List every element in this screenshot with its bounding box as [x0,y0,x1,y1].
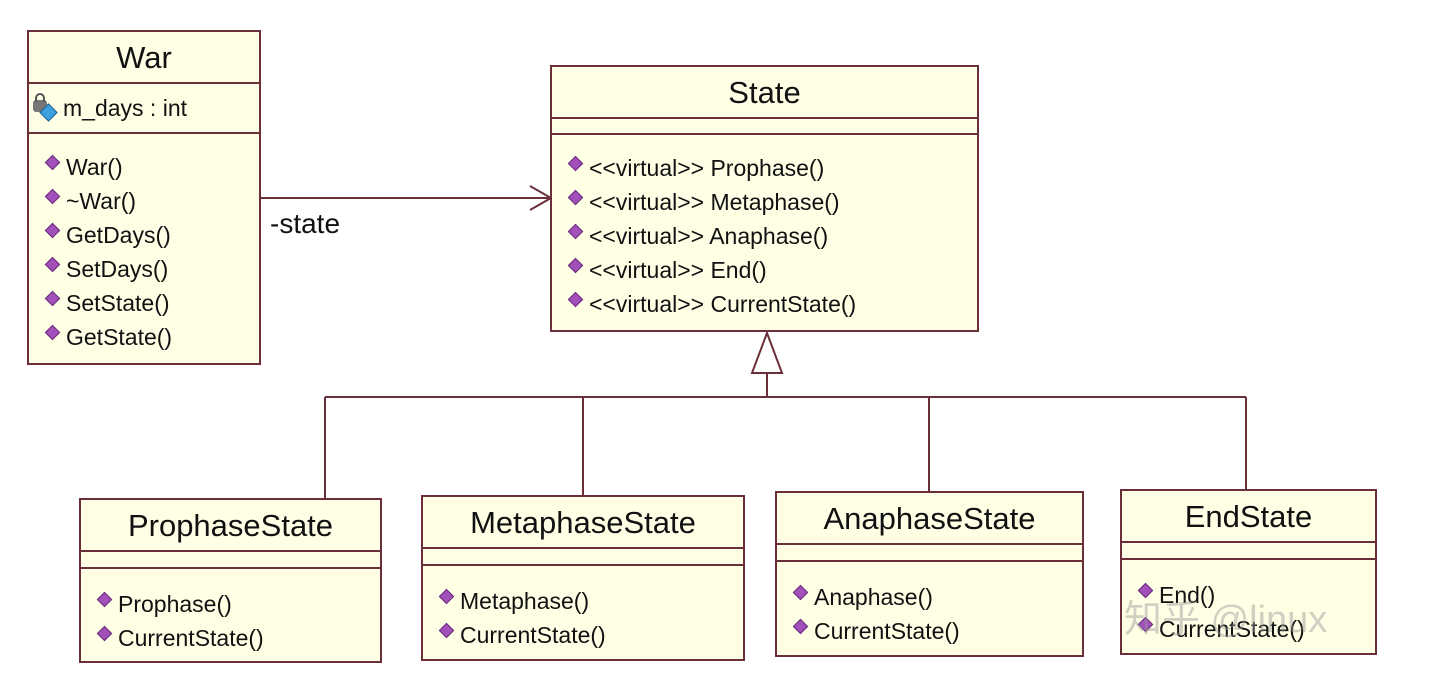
operation-row: <<virtual>> Prophase() [552,151,977,185]
diamond-icon [44,290,61,306]
operation-row: Prophase() [81,587,380,621]
operation-row: CurrentState() [1122,612,1375,646]
operation-row: GetState() [29,320,259,354]
operation-row: GetDays() [29,218,259,252]
class-end-state-attributes [1122,543,1375,560]
diamond-icon [44,188,61,204]
diamond-icon [44,324,61,340]
operation-label: <<virtual>> End() [589,257,767,283]
attribute-label: m_days : int [63,95,187,121]
class-war[interactable]: War m_days : int War() ~War() GetDays() … [27,30,261,365]
class-end-state-title: EndState [1122,491,1375,543]
operation-row: <<virtual>> CurrentState() [552,287,977,321]
diamond-icon [567,223,584,239]
operation-label: <<virtual>> Anaphase() [589,223,829,249]
class-state-operations: <<virtual>> Prophase() <<virtual>> Metap… [552,135,977,321]
class-metaphase-state-attributes [423,549,743,566]
class-war-title: War [29,32,259,84]
operation-row: Anaphase() [777,580,1082,614]
class-metaphase-state[interactable]: MetaphaseState Metaphase() CurrentState(… [421,495,745,661]
operation-label: Metaphase() [460,588,590,614]
class-prophase-state-title: ProphaseState [81,500,380,552]
diamond-icon [44,222,61,238]
operation-label: CurrentState() [118,625,264,651]
class-state-attributes [552,119,977,135]
operation-label: War() [66,154,123,180]
diamond-icon [438,588,455,604]
diamond-icon [792,618,809,634]
class-metaphase-state-operations: Metaphase() CurrentState() [423,566,743,652]
operation-label: Anaphase() [814,584,933,610]
private-attribute-icon [33,93,59,122]
diamond-icon [567,155,584,171]
operation-label: CurrentState() [814,618,960,644]
operation-row: ~War() [29,184,259,218]
operation-label: CurrentState() [1159,616,1305,642]
attribute-row: m_days : int [29,91,187,125]
operation-row: Metaphase() [423,584,743,618]
diamond-icon [792,584,809,600]
class-prophase-state-operations: Prophase() CurrentState() [81,569,380,655]
class-state[interactable]: State <<virtual>> Prophase() <<virtual>>… [550,65,979,332]
class-anaphase-state-attributes [777,545,1082,562]
class-end-state-operations: End() CurrentState() [1122,560,1375,646]
association-role-label: -state [270,208,341,239]
diamond-icon [96,625,113,641]
watermark: 知乎 @linux [1124,599,1328,641]
operation-row: War() [29,150,259,184]
operation-label: ~War() [66,188,137,214]
operation-row: <<virtual>> Metaphase() [552,185,977,219]
diamond-icon [44,256,61,272]
diamond-icon [438,622,455,638]
class-metaphase-state-title: MetaphaseState [423,497,743,549]
class-prophase-state-attributes [81,552,380,569]
operation-row: <<virtual>> End() [552,253,977,287]
generalization-triangle [750,330,784,374]
operation-label: End() [1159,582,1216,608]
operation-row: SetDays() [29,252,259,286]
class-anaphase-state-title: AnaphaseState [777,493,1082,545]
class-state-title: State [552,67,977,119]
operation-row: End() [1122,578,1375,612]
operation-label: SetDays() [66,256,169,282]
operation-row: CurrentState() [423,618,743,652]
class-prophase-state[interactable]: ProphaseState Prophase() CurrentState() [79,498,382,663]
class-war-attributes: m_days : int [29,84,259,134]
class-anaphase-state-operations: Anaphase() CurrentState() [777,562,1082,648]
class-end-state[interactable]: EndState End() CurrentState() [1120,489,1377,655]
operation-row: CurrentState() [81,621,380,655]
operation-row: SetState() [29,286,259,320]
operation-label: SetState() [66,290,170,316]
operation-label: <<virtual>> Prophase() [589,155,825,181]
operation-row: CurrentState() [777,614,1082,648]
operation-row: <<virtual>> Anaphase() [552,219,977,253]
diamond-icon [567,257,584,273]
diamond-icon [567,189,584,205]
diamond-icon [567,291,584,307]
operation-label: CurrentState() [460,622,606,648]
operation-label: Prophase() [118,591,232,617]
class-war-operations: War() ~War() GetDays() SetDays() SetStat… [29,134,259,354]
operation-label: <<virtual>> CurrentState() [589,291,857,317]
operation-label: <<virtual>> Metaphase() [589,189,840,215]
operation-label: GetDays() [66,222,171,248]
operation-label: GetState() [66,324,173,350]
diamond-icon [96,591,113,607]
diamond-icon [44,154,61,170]
class-anaphase-state[interactable]: AnaphaseState Anaphase() CurrentState() [775,491,1084,657]
